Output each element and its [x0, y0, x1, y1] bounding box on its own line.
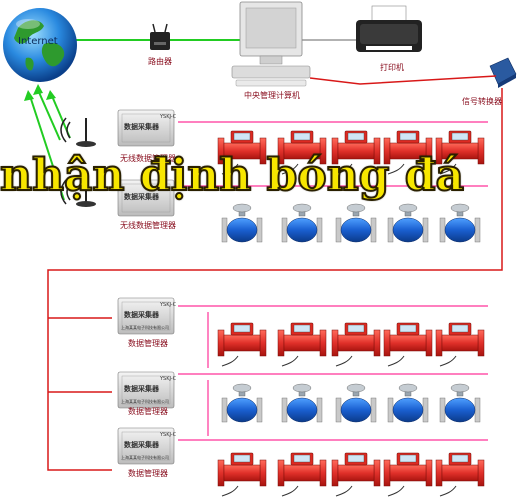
collector-title: 数据采集器	[124, 441, 159, 449]
signal-converter-icon	[489, 57, 517, 88]
water-meter-icon	[331, 452, 381, 497]
water-meter-icon	[217, 452, 267, 497]
antenna-icon	[60, 179, 96, 207]
antenna-icon	[60, 117, 96, 147]
router-label: 路由器	[148, 57, 172, 66]
collector-model: YSKJ-C	[160, 302, 177, 308]
printer-label: 打印机	[380, 63, 404, 72]
collector-model: YSKJ-C	[160, 376, 177, 382]
wireless-manager-label: 无线数据管理器	[120, 221, 176, 230]
collector-maker: 上海某某电子科技有限公司	[121, 325, 169, 330]
collector-title: 数据采集器	[124, 385, 159, 393]
collector-title: 数据采集器	[124, 193, 159, 201]
collector-model: YSKJ-C	[160, 114, 177, 120]
data-manager-label: 数据管理器	[128, 339, 168, 348]
flowmeter-icon	[221, 203, 263, 243]
router-icon	[150, 23, 170, 50]
flowmeter-icon	[387, 203, 429, 243]
central-computer-label: 中央管理计算机	[244, 91, 300, 100]
water-meter-icon	[277, 322, 327, 367]
water-meter-icon	[277, 452, 327, 497]
central-computer-icon	[231, 1, 311, 87]
flowmeter-icon	[281, 383, 323, 423]
data-manager-label: 数据管理器	[128, 469, 168, 478]
flowmeter-icon	[221, 383, 263, 423]
flowmeter-icon	[439, 203, 481, 243]
wireless-manager-label: 无线数据管理器	[120, 154, 176, 163]
collector-maker: 上海某某电子科技有限公司	[121, 455, 169, 460]
flowmeter-icon	[387, 383, 429, 423]
internet-globe-icon	[3, 8, 77, 82]
overlay-banner-text: nhận định bóng đá	[0, 149, 465, 202]
water-meter-icon	[383, 452, 433, 497]
data-manager-label: 数据管理器	[128, 407, 168, 416]
water-meter-icon	[217, 322, 267, 367]
meter-bus-lines	[178, 121, 488, 441]
flowmeter-icon	[335, 383, 377, 423]
internet-label: Internet	[18, 36, 58, 47]
collector-model: YSKJ-C	[160, 432, 177, 438]
water-meter-icon	[435, 322, 485, 367]
flowmeter-icon	[335, 203, 377, 243]
collector-title: 数据采集器	[124, 123, 159, 131]
water-meter-icon	[331, 322, 381, 367]
flowmeter-icon	[439, 383, 481, 423]
water-meter-icon	[435, 452, 485, 497]
converter-bus-line	[47, 88, 503, 471]
signal-converter-label: 信号转换器	[462, 97, 502, 106]
collector-maker: 上海某某电子科技有限公司	[121, 399, 169, 404]
flowmeter-icon	[281, 203, 323, 243]
water-meter-icon	[383, 322, 433, 367]
converter-line	[309, 75, 497, 85]
printer-icon	[356, 5, 422, 52]
collector-title: 数据采集器	[124, 311, 159, 319]
